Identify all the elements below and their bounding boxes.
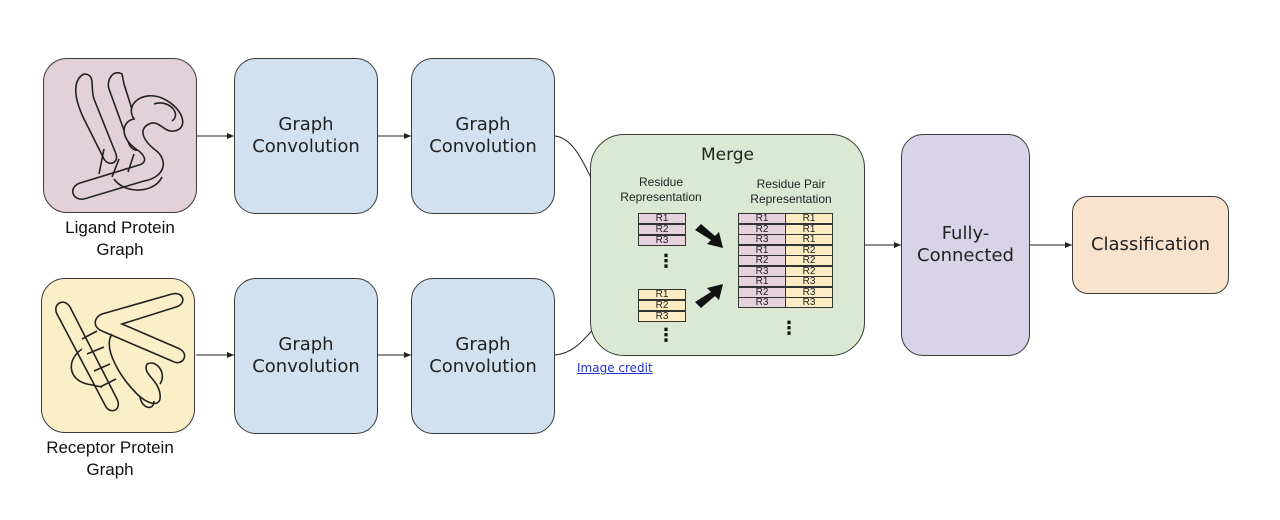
receptor-label-line1: Receptor Protein — [46, 438, 174, 457]
merge-box: Merge Residue Representation Residue Pai… — [590, 134, 865, 356]
pair-receptor-cell: R3 — [785, 297, 833, 308]
conv-label-line2: Convolution — [252, 356, 360, 377]
fc-label-line1: Fully- — [941, 223, 990, 244]
pair-ligand-cell: R2 — [738, 223, 786, 235]
conv-label-line1: Graph — [455, 114, 511, 135]
ligand-label-line1: Ligand Protein — [65, 218, 175, 237]
heading-line1: Residue — [638, 175, 684, 189]
conv-label-line2: Convolution — [429, 356, 537, 377]
classification-label: Classification — [1090, 234, 1211, 255]
ligand-residue-cell: R2 — [638, 224, 686, 235]
image-credit-link[interactable]: Image credit — [577, 361, 653, 375]
receptor-residue-cell: R2 — [638, 300, 686, 311]
heading-line1: Residue Pair — [756, 177, 826, 191]
receptor-label-line2: Graph — [86, 460, 134, 479]
conv-label-line1: Graph — [278, 334, 334, 355]
heading-line2: Representation — [620, 190, 702, 204]
pair-ligand-cell: R2 — [738, 255, 786, 266]
ligand-protein-label: Ligand Protein Graph — [30, 217, 210, 261]
classification-box: Classification — [1072, 196, 1229, 294]
pair-ligand-cell: R3 — [738, 265, 786, 277]
ligand-label-line2: Graph — [96, 240, 144, 259]
fully-connected-box: Fully-Connected — [901, 134, 1030, 356]
receptor-protein-image — [41, 278, 195, 433]
pair-receptor-cell: R1 — [785, 213, 833, 224]
pair-ligand-cell: R1 — [738, 213, 786, 224]
receptor-protein-label: Receptor Protein Graph — [20, 437, 200, 481]
fc-label-line2: Connected — [917, 245, 1014, 266]
pair-ligand-cell: R3 — [738, 234, 786, 245]
pair-receptor-cell: R1 — [785, 234, 833, 245]
conv-label-line1: Graph — [278, 114, 334, 135]
pair-receptor-cell: R3 — [785, 286, 833, 298]
pair-receptor-cell: R3 — [785, 276, 833, 287]
ligand-ellipsis: ⋮ — [657, 251, 675, 272]
protein-fold-icon — [72, 71, 184, 200]
residue-pair-representation-heading: Residue Pair Representation — [736, 177, 846, 207]
protein-fold-icon — [55, 292, 186, 412]
conv-label-line1: Graph — [455, 334, 511, 355]
arrow-down-right-icon — [695, 224, 723, 248]
pair-ligand-cell: R1 — [738, 244, 786, 256]
pair-ligand-cell: R3 — [738, 297, 786, 308]
arrow-up-right-icon — [695, 284, 723, 308]
ligand-residue-cell: R1 — [638, 213, 686, 224]
heading-line2: Representation — [750, 192, 832, 206]
receptor-ellipsis: ⋮ — [657, 325, 675, 346]
pair-receptor-cell: R2 — [785, 255, 833, 266]
ligand-protein-image — [43, 58, 197, 213]
conv-label-line2: Convolution — [252, 136, 360, 157]
merge-arrows — [695, 224, 723, 308]
pair-ligand-cell: R2 — [738, 286, 786, 298]
pair-receptor-cell: R2 — [785, 265, 833, 277]
ligand-residue-cell: R3 — [638, 235, 686, 246]
merge-title: Merge — [700, 145, 755, 165]
pair-receptor-cell: R1 — [785, 223, 833, 235]
receptor-residue-cell: R1 — [638, 289, 686, 300]
receptor-residue-cell: R3 — [638, 311, 686, 322]
pair-ligand-cell: R1 — [738, 276, 786, 287]
conv-label-line2: Convolution — [429, 136, 537, 157]
pair-ellipsis: ⋮ — [780, 318, 798, 339]
residue-representation-heading: Residue Representation — [611, 175, 711, 205]
pair-receptor-cell: R2 — [785, 244, 833, 256]
